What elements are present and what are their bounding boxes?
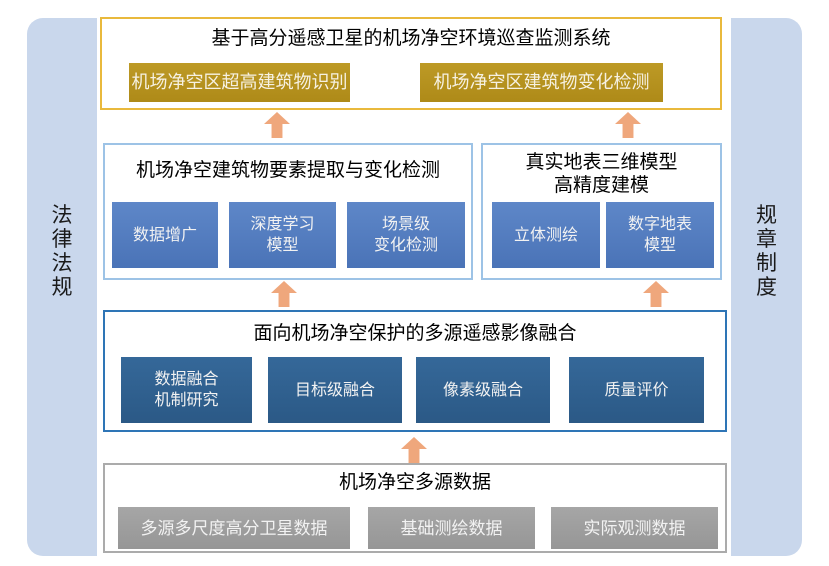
sidebar-laws-label: 法律法规: [51, 203, 73, 299]
up-arrow-icon: [264, 112, 290, 138]
system-level-box: 基于高分遥感卫星的机场净空环境巡查监测系统 机场净空区超高建筑物识别 机场净空区…: [100, 17, 722, 110]
block-scene-level-change-detection: 场景级 变化检测: [347, 202, 465, 268]
sidebar-laws-regulations: 法律法规: [27, 18, 97, 556]
block-building-change-detection: 机场净空区建筑物变化检测: [420, 63, 663, 102]
modeling-level-box: 真实地表三维模型 高精度建模 立体测绘 数字地表 模型: [481, 143, 722, 280]
block-superhigh-building-recognition: 机场净空区超高建筑物识别: [129, 63, 350, 102]
block-object-level-fusion: 目标级融合: [268, 357, 402, 423]
system-title: 基于高分遥感卫星的机场净空环境巡查监测系统: [211, 28, 611, 49]
block-actual-observation-data: 实际观测数据: [551, 507, 718, 549]
block-fusion-mechanism-research: 数据融合 机制研究: [121, 357, 252, 423]
data-title: 机场净空多源数据: [338, 472, 491, 493]
sidebar-rules-label: 规章制度: [756, 203, 777, 299]
modeling-title: 真实地表三维模型 高精度建模: [525, 152, 678, 196]
block-digital-surface-model: 数字地表 模型: [606, 202, 714, 268]
block-multisource-satellite-data: 多源多尺度高分卫星数据: [118, 507, 350, 549]
sidebar-rules-institutions: 规章制度: [731, 18, 802, 556]
up-arrow-icon: [401, 437, 427, 463]
block-quality-evaluation: 质量评价: [569, 357, 704, 423]
up-arrow-icon: [271, 281, 297, 307]
fusion-title: 面向机场净空保护的多源遥感影像融合: [253, 323, 577, 344]
fusion-level-box: 面向机场净空保护的多源遥感影像融合 数据融合 机制研究 目标级融合 像素级融合 …: [103, 310, 727, 432]
up-arrow-icon: [615, 112, 641, 138]
block-stereo-mapping: 立体测绘: [492, 202, 600, 268]
up-arrow-icon: [643, 281, 669, 307]
block-deep-learning-model: 深度学习 模型: [229, 202, 336, 268]
extraction-level-box: 机场净空建筑物要素提取与变化检测 数据增广 深度学习 模型 场景级 变化检测: [103, 143, 473, 280]
block-data-augmentation: 数据增广: [112, 202, 218, 268]
extraction-title: 机场净空建筑物要素提取与变化检测: [135, 160, 440, 181]
block-basic-surveying-data: 基础测绘数据: [368, 507, 535, 549]
block-pixel-level-fusion: 像素级融合: [416, 357, 550, 423]
data-level-box: 机场净空多源数据 多源多尺度高分卫星数据 基础测绘数据 实际观测数据: [103, 463, 727, 553]
